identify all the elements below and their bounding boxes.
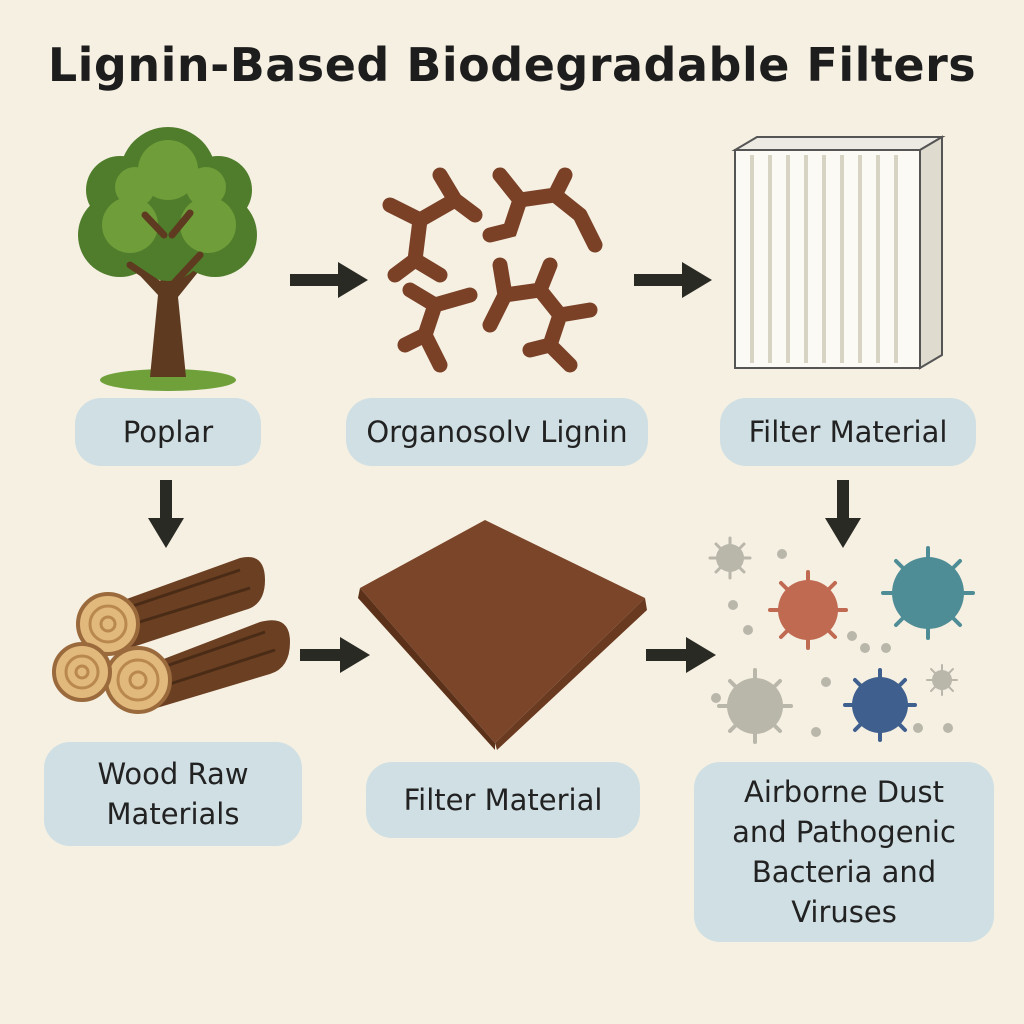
label-organosolv-lignin-text: Organosolv Lignin (366, 415, 628, 449)
pathogens-icon (708, 536, 975, 744)
arrow-lignin-to-filter (634, 262, 712, 298)
virus-gray-tiny-icon (926, 664, 958, 696)
label-airborne-line-3: Bacteria and (751, 855, 937, 889)
arrow-mat-to-pathogens (646, 637, 716, 673)
label-filter-material-top-text: Filter Material (748, 415, 948, 449)
arrow-wood-to-mat (300, 637, 370, 673)
label-organosolv-lignin: Organosolv Lignin (346, 398, 648, 466)
wood-logs-icon (52, 556, 290, 714)
label-wood-raw-materials: Wood Raw Materials (44, 742, 302, 846)
label-poplar: Poplar (75, 398, 261, 466)
label-filter-material-bottom: Filter Material (366, 762, 640, 838)
virus-gray-small-icon (708, 536, 752, 580)
label-wood-line-2: Materials (106, 797, 240, 831)
label-wood-line-1: Wood Raw (97, 757, 249, 791)
label-airborne-pathogens: Airborne Dust and Pathogenic Bacteria an… (694, 762, 994, 942)
label-poplar-text: Poplar (122, 415, 214, 449)
label-filter-material-top: Filter Material (720, 398, 976, 466)
label-airborne-line-1: Airborne Dust (743, 775, 944, 809)
label-airborne-line-2: and Pathogenic (732, 815, 956, 849)
label-airborne-line-4: Viruses (791, 895, 897, 929)
filter-block-icon (731, 135, 946, 370)
tree-icon (78, 127, 257, 391)
label-filter-material-bottom-text: Filter Material (403, 783, 603, 817)
arrow-filter-to-pathogens (825, 480, 861, 548)
filter-mat-icon (358, 520, 647, 750)
virus-gray-large-icon (717, 668, 793, 744)
diagram-title: Lignin-Based Biodegradable Filters (47, 38, 977, 92)
dust-particles-icon (711, 549, 953, 737)
lignin-molecules-icon (382, 167, 603, 373)
virus-blue-icon (843, 668, 917, 742)
virus-red-icon (768, 570, 848, 650)
arrow-poplar-to-lignin (290, 262, 368, 298)
arrow-poplar-to-wood (148, 480, 184, 548)
virus-teal-icon (881, 546, 975, 640)
